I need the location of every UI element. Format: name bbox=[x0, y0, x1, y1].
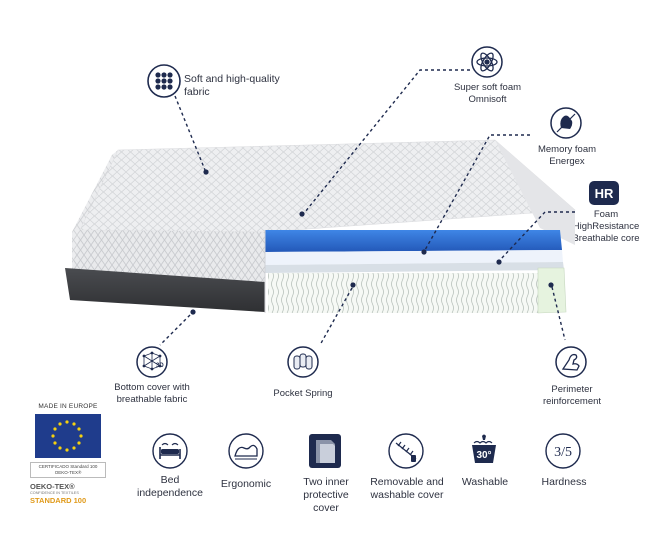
cert-line1: CERTIFICADO Standard 100 bbox=[38, 464, 98, 469]
layers-icon bbox=[309, 434, 341, 468]
callout-bottom-cover: Bottom cover with breathable fabric bbox=[104, 382, 200, 406]
line-pocket-spring bbox=[319, 287, 353, 346]
feature-bed-line2: independence bbox=[137, 487, 203, 499]
callout-pocket-spring-line1: Pocket Spring bbox=[273, 388, 333, 399]
callout-fabric-line2: fabric bbox=[184, 86, 210, 98]
mattress-top-surface bbox=[79, 139, 576, 233]
callout-hr-line2: HighResistance bbox=[572, 221, 640, 232]
feature-hardness-line1: Hardness bbox=[541, 476, 587, 488]
mattress-left-side bbox=[72, 230, 265, 282]
oeko-tex-standard: STANDARD 100 bbox=[30, 496, 87, 505]
line-perimeter bbox=[551, 286, 566, 341]
dot-fabric bbox=[203, 169, 209, 175]
feature-removable-line2: washable cover bbox=[370, 489, 444, 501]
callout-hr: Foam HighResistance Breathable core bbox=[566, 209, 646, 245]
certificate-box: CERTIFICADO Standard 100 OEKO-TEX® bbox=[30, 462, 106, 478]
certification-panel: MADE IN EUROPE CERTIFICADO Standard 100 … bbox=[30, 402, 106, 505]
hr-badge-text: HR bbox=[595, 186, 614, 201]
line-hr bbox=[499, 211, 575, 261]
cert-line2: OEKO-TEX® bbox=[54, 470, 82, 475]
hr-foam-layer bbox=[265, 262, 564, 273]
callout-perimeter-line2: reinforcement bbox=[542, 396, 602, 407]
callout-fabric-line1: Soft and high-quality bbox=[184, 73, 280, 85]
callout-bottom-cover-line1: Bottom cover with bbox=[114, 382, 190, 393]
callout-super-soft: Super soft foam Omnisoft bbox=[450, 82, 525, 106]
feature-removable-cover: Removable and washable cover bbox=[360, 476, 454, 502]
line-fabric bbox=[174, 95, 206, 171]
dot-memory bbox=[421, 249, 427, 255]
memory-foam-layer bbox=[265, 250, 563, 265]
feature-bed-independence: Bed independence bbox=[125, 474, 215, 500]
callout-super-soft-line1: Super soft foam bbox=[453, 82, 522, 93]
eu-flag bbox=[35, 414, 101, 458]
callout-super-soft-line2: Omnisoft bbox=[468, 94, 507, 105]
callout-memory-line2: Energex bbox=[549, 156, 585, 167]
callout-dots bbox=[190, 169, 554, 315]
cross-section bbox=[264, 230, 567, 314]
feature-bed-line1: Bed bbox=[160, 474, 180, 486]
mattress bbox=[65, 139, 576, 314]
hardness-rating-icon: 3/5 bbox=[545, 433, 581, 469]
callout-fabric: Soft and high-quality fabric bbox=[184, 73, 280, 99]
dot-pocket-spring bbox=[350, 282, 356, 288]
wash-tub-icon: 30° bbox=[468, 434, 500, 468]
feature-removable-line1: Removable and bbox=[370, 476, 444, 488]
callout-pocket-spring: Pocket Spring bbox=[263, 388, 343, 400]
dot-super-soft bbox=[299, 211, 305, 217]
ergonomic-pillow-icon bbox=[228, 433, 264, 469]
feature-cover-line2: protective bbox=[303, 489, 349, 501]
feature-washable: Washable bbox=[446, 476, 524, 489]
dot-perimeter bbox=[548, 282, 554, 288]
callout-memory: Memory foam Energex bbox=[534, 144, 600, 168]
callout-perimeter-line1: Perimeter bbox=[551, 384, 593, 395]
feature-washable-line1: Washable bbox=[461, 476, 509, 488]
pocket-spring-icon bbox=[287, 346, 319, 378]
oeko-tex-logo: OEKO-TEX® bbox=[30, 482, 75, 491]
bottom-cover-3d-badge: 3D bbox=[156, 363, 164, 369]
feature-two-inner-cover: Two inner protective cover bbox=[286, 476, 366, 515]
callout-hr-line3: Breathable core bbox=[572, 233, 640, 244]
feature-ergonomic-line1: Ergonomic bbox=[220, 478, 272, 490]
dot-hr bbox=[496, 259, 502, 265]
callout-perimeter: Perimeter reinforcement bbox=[530, 384, 614, 408]
super-soft-foam-layer bbox=[265, 230, 562, 252]
feature-hardness: Hardness bbox=[526, 476, 602, 489]
bed-icon bbox=[152, 433, 188, 469]
made-in-europe-label: MADE IN EUROPE bbox=[38, 403, 98, 410]
feature-ergonomic: Ergonomic bbox=[206, 478, 286, 491]
wash-temperature: 30° bbox=[476, 450, 491, 461]
hr-badge: HR bbox=[589, 181, 619, 205]
callout-lines bbox=[159, 69, 575, 346]
callout-hr-line1: Foam bbox=[593, 209, 619, 220]
feature-cover-line1: Two inner bbox=[303, 476, 349, 488]
line-bottom-cover bbox=[159, 314, 191, 346]
hand-press-icon bbox=[550, 107, 582, 139]
mattress-front-edge bbox=[72, 150, 118, 270]
callout-bottom-cover-line2: breathable fabric bbox=[116, 394, 188, 405]
hardness-rating: 3/5 bbox=[554, 445, 572, 460]
line-memory bbox=[424, 134, 530, 251]
feature-cover-line3: cover bbox=[313, 502, 339, 514]
zipper-icon bbox=[388, 433, 424, 469]
flexed-arm-icon bbox=[555, 346, 587, 378]
line-super-soft bbox=[304, 69, 470, 213]
callout-memory-line1: Memory foam bbox=[537, 144, 597, 155]
oeko-tex-tagline: CONFIDENCE IN TEXTILES bbox=[30, 491, 79, 495]
perimeter-foam bbox=[537, 267, 567, 314]
dot-bottom-cover bbox=[190, 309, 196, 315]
fabric-weave-icon bbox=[147, 64, 181, 98]
pocket-spring-layer bbox=[268, 273, 538, 313]
mattress-base bbox=[65, 268, 265, 312]
3d-mesh-icon: 3D bbox=[136, 346, 168, 378]
atom-icon bbox=[471, 46, 503, 78]
